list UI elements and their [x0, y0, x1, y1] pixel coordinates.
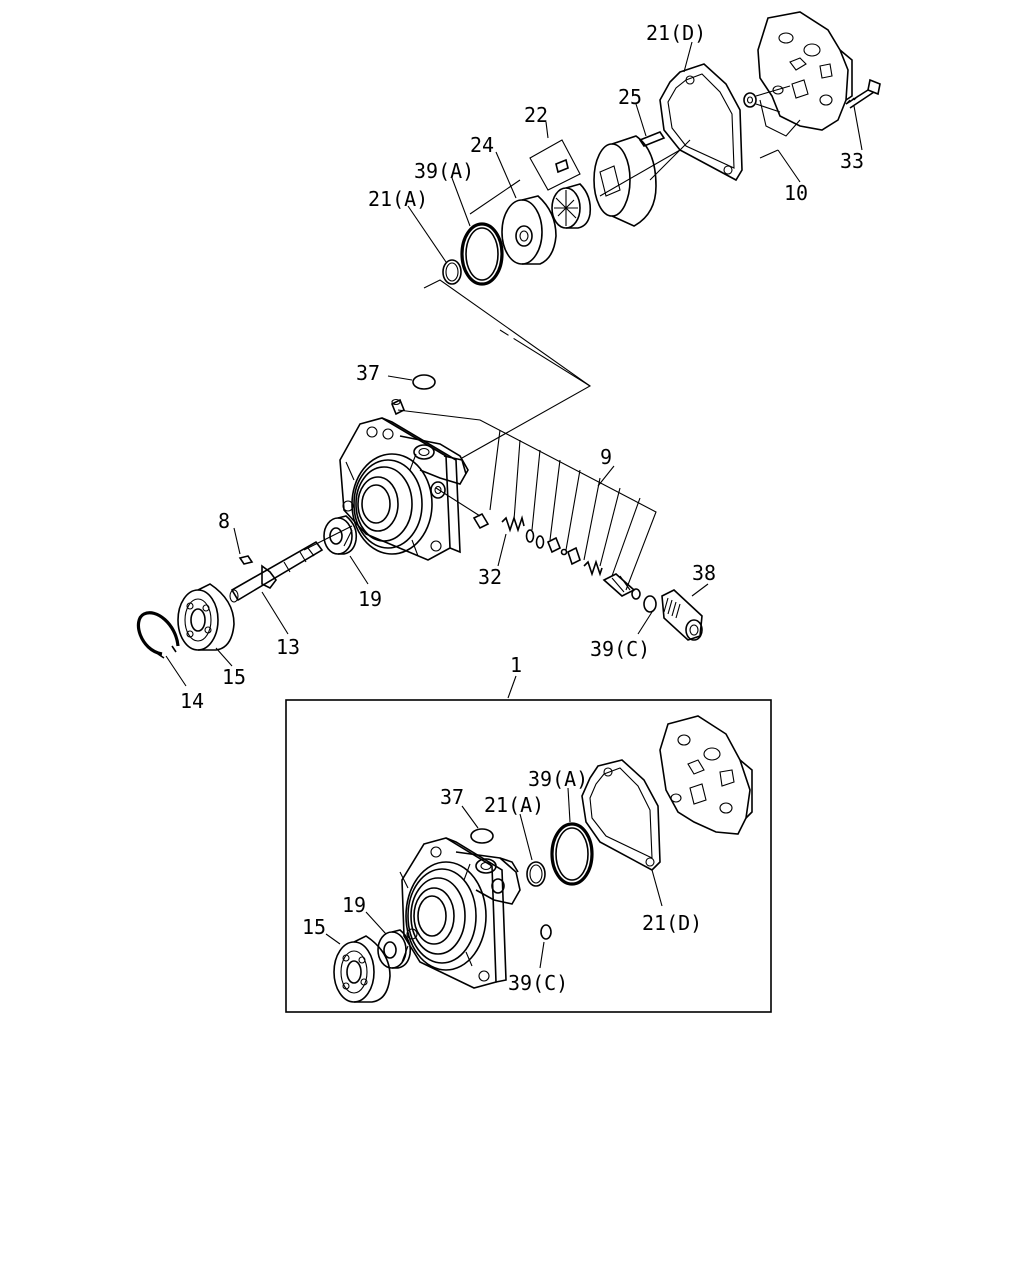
- label-32: 32: [478, 565, 502, 589]
- kit-o-ring-37: [470, 828, 494, 844]
- kit-label-39c: 39(C): [508, 971, 568, 995]
- label-39c: 39(C): [590, 637, 650, 661]
- label-15: 15: [222, 665, 246, 689]
- kit-gasket-21d: [581, 759, 661, 871]
- flow-control-valve-parts: [472, 512, 641, 600]
- shaft-13: [229, 540, 324, 603]
- bolt-33: [845, 78, 881, 109]
- o-ring-37: [412, 374, 436, 390]
- gasket-21d: [659, 63, 743, 182]
- leader-lines: [165, 41, 863, 699]
- kit-o-ring-39c: [540, 924, 552, 940]
- kit-o-ring-21a: [526, 861, 546, 887]
- o-ring-39a: [460, 222, 504, 286]
- label-21a: 21(A): [368, 187, 428, 211]
- label-38: 38: [692, 561, 716, 585]
- cam-ring: [593, 135, 657, 227]
- label-14: 14: [180, 689, 204, 713]
- kit-label-21a: 21(A): [484, 793, 544, 817]
- valve-spool: [602, 573, 641, 600]
- snap-ring-14: [136, 611, 180, 659]
- pump-housing: [339, 417, 469, 561]
- o-ring-39c: [643, 595, 657, 613]
- o-ring-21a: [442, 259, 462, 285]
- rear-cover-plate: [757, 11, 853, 131]
- label-33: 33: [840, 149, 864, 173]
- kit-cover-plate: [659, 715, 753, 835]
- side-plate-24: [501, 195, 557, 265]
- label-21d: 21(D): [646, 21, 706, 45]
- label-1: 1: [510, 653, 522, 677]
- spring-32: [501, 515, 525, 533]
- key-8: [238, 555, 254, 565]
- label-13: 13: [276, 635, 300, 659]
- connector-38: [661, 589, 703, 641]
- assembly-lines: [303, 85, 801, 591]
- kit-o-ring-39a: [550, 822, 594, 886]
- kit-box: [285, 699, 772, 1013]
- label-22: 22: [524, 103, 548, 127]
- kit-label-15: 15: [302, 915, 326, 939]
- label-9: 9: [600, 445, 612, 469]
- kit-bearing-19: [377, 929, 412, 969]
- label-39a: 39(A): [414, 159, 474, 183]
- plug: [390, 398, 406, 416]
- label-8: 8: [218, 509, 230, 533]
- kit-leader-lines: [325, 787, 663, 969]
- label-25: 25: [618, 85, 642, 109]
- label-24: 24: [470, 133, 494, 157]
- label-19: 19: [358, 587, 382, 611]
- kit-pump-housing: [399, 837, 521, 989]
- bearing-15: [177, 583, 235, 651]
- kit-label-39a: 39(A): [528, 767, 588, 791]
- label-10: 10: [784, 181, 808, 205]
- kit-label-19: 19: [342, 893, 366, 917]
- washer: [743, 92, 757, 108]
- rotor-22: [529, 139, 592, 229]
- kit-bearing-15: [333, 935, 391, 1003]
- label-37: 37: [356, 361, 380, 385]
- kit-label-21d: 21(D): [642, 911, 702, 935]
- bearing-19: [323, 515, 358, 555]
- pin-25: [638, 131, 666, 147]
- kit-label-37: 37: [440, 785, 464, 809]
